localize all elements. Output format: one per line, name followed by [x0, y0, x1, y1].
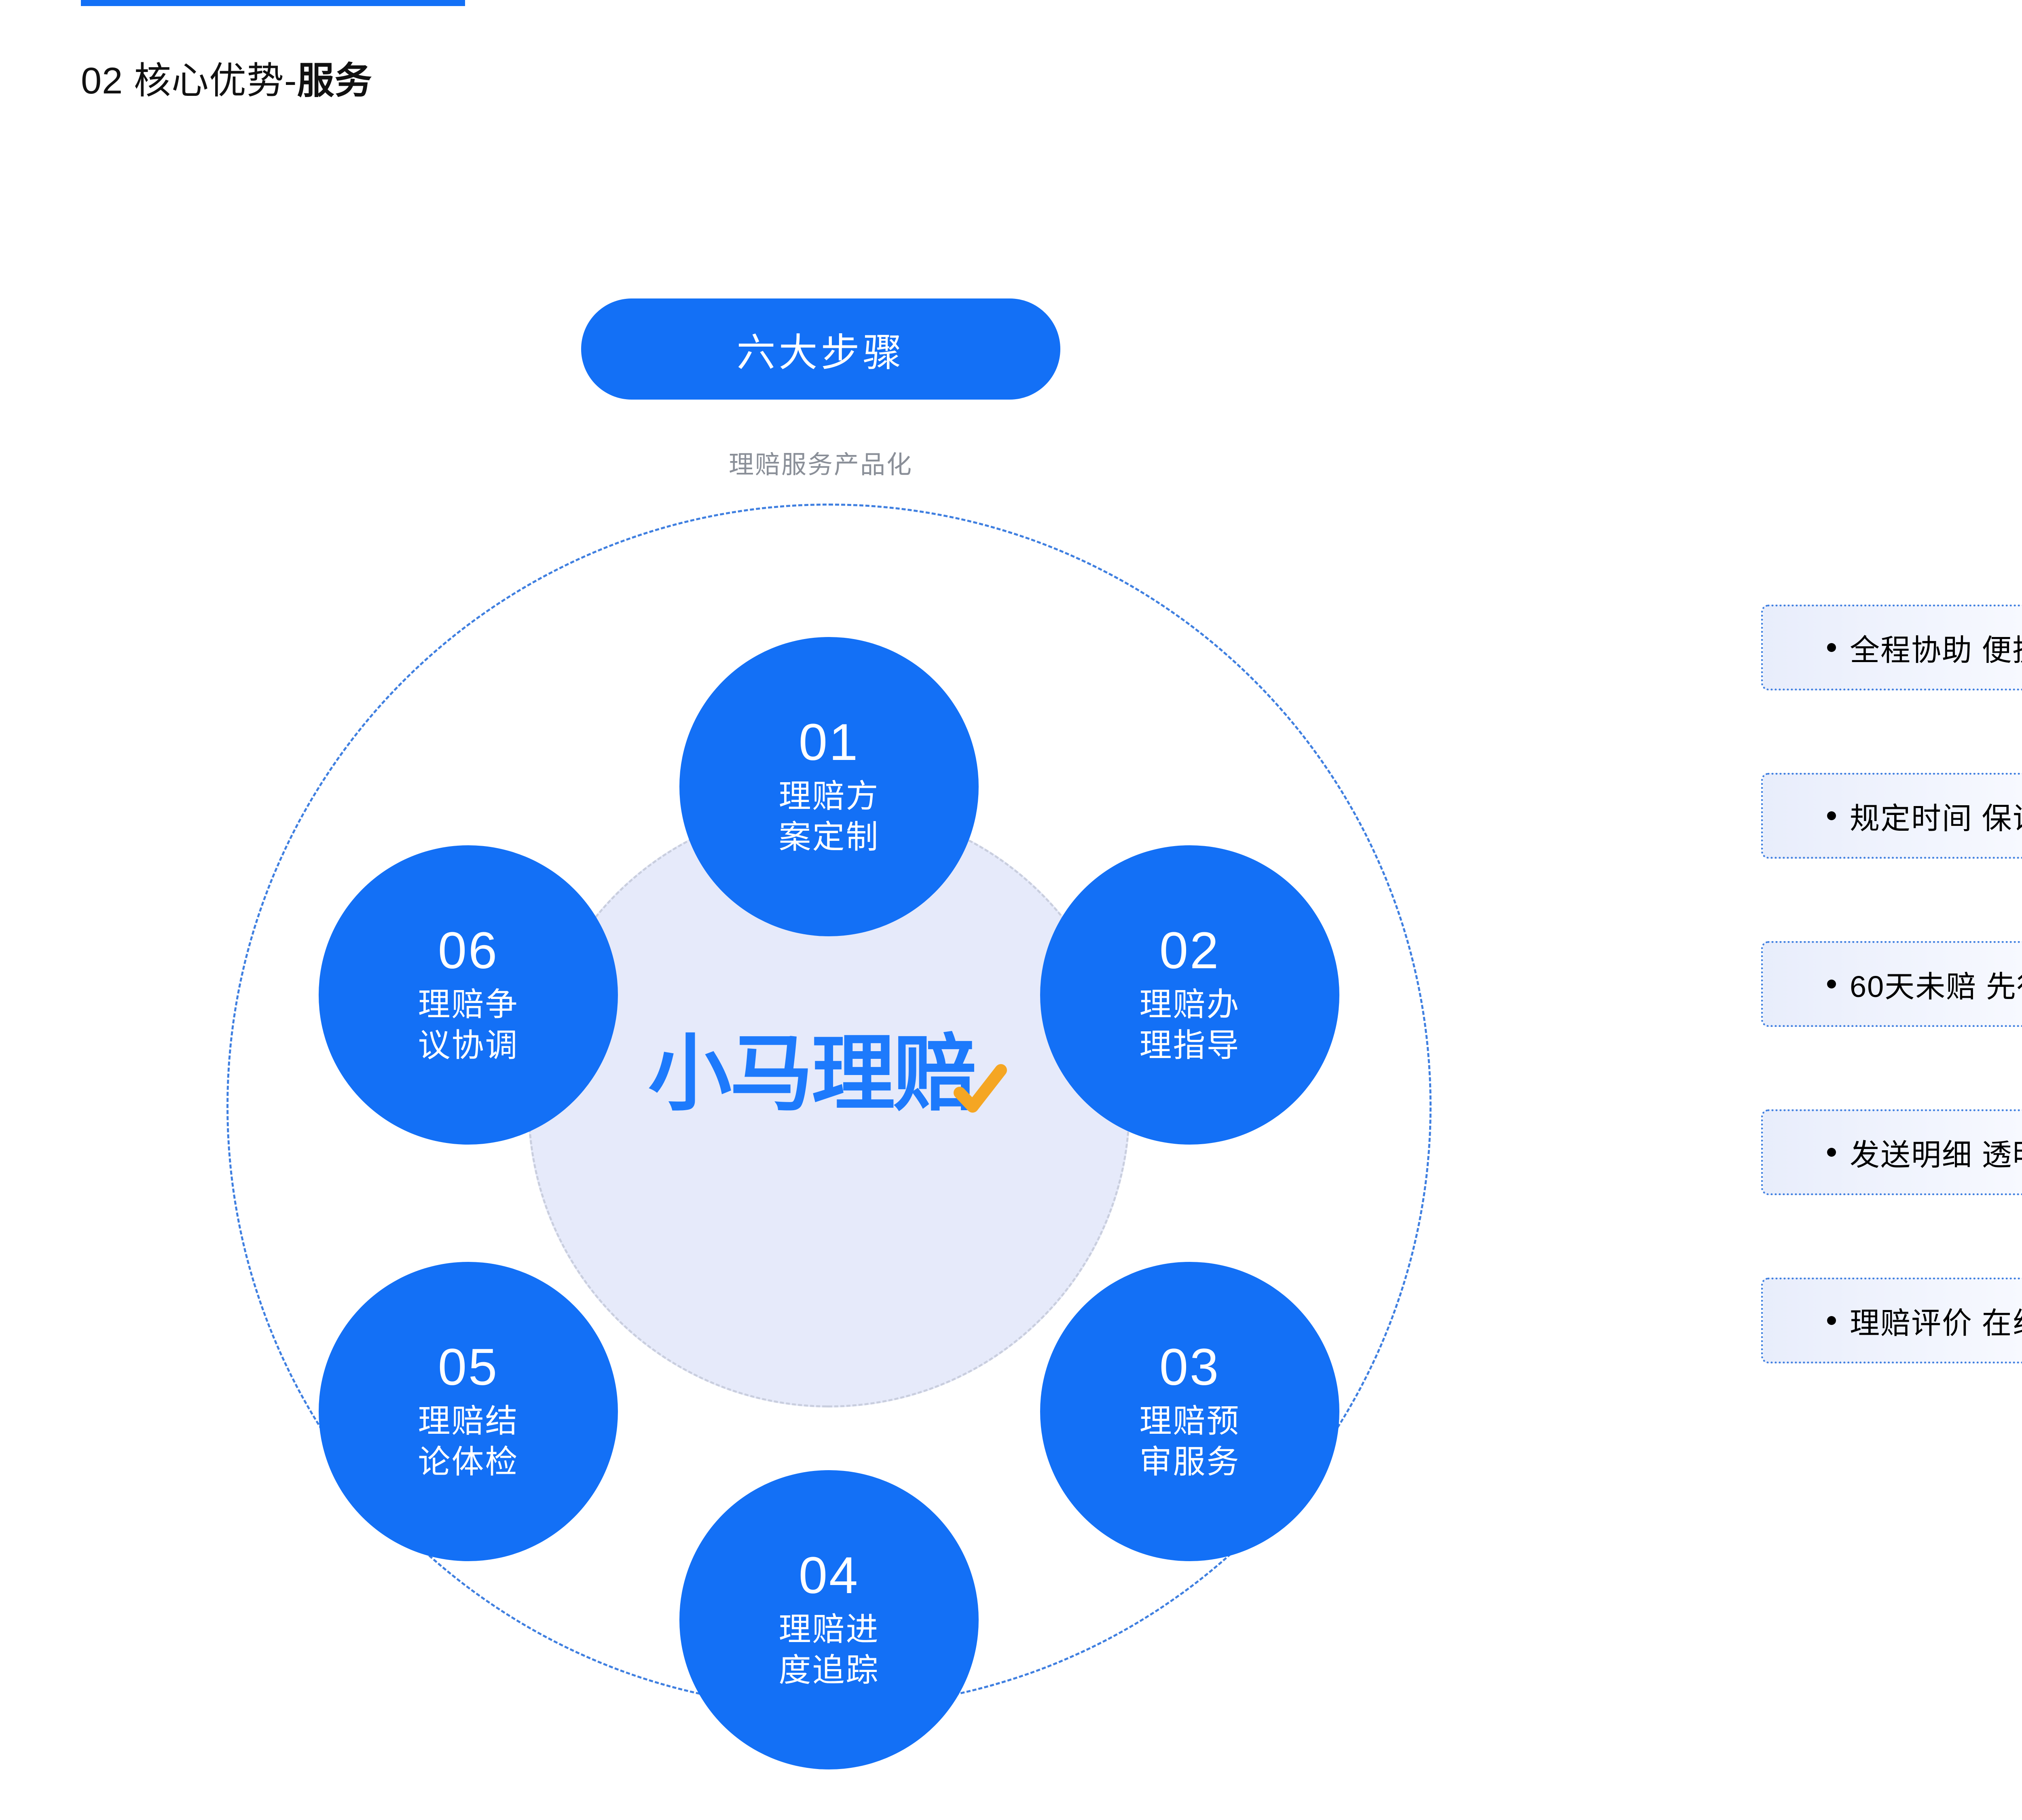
step-number: 02	[1159, 922, 1220, 980]
step-bubble-02[interactable]: 02 理赔办 理指导	[1040, 845, 1339, 1145]
step-number: 03	[1159, 1338, 1220, 1396]
page-title-prefix: 02 核心优势-	[81, 60, 297, 102]
step-number: 04	[798, 1547, 860, 1604]
step-number: 06	[438, 922, 499, 980]
step-number: 01	[798, 713, 860, 771]
page-title: 02 核心优势-服务	[81, 60, 372, 102]
section-pill-left-label: 六大步骤	[736, 331, 905, 375]
step-label-line2: 度追踪	[778, 1652, 880, 1689]
measure-card[interactable]: 发送明细 透明赔付	[1761, 1109, 2022, 1195]
step-label-line2: 审服务	[1139, 1444, 1240, 1480]
measure-card-label: 发送明细 透明赔付	[1850, 1138, 2022, 1172]
step-bubble-04[interactable]: 04 理赔进 度追踪	[679, 1470, 979, 1769]
step-label-line1: 理赔方	[778, 778, 880, 815]
bullet-icon	[1827, 1316, 1836, 1325]
measure-card[interactable]: 全程协助 便捷省心	[1761, 605, 2022, 690]
center-brand-text: 小马理赔	[648, 1027, 977, 1120]
step-label-line1: 理赔预	[1139, 1403, 1240, 1439]
step-label-line2: 议协调	[418, 1027, 519, 1064]
step-bubble-05[interactable]: 05 理赔结 论体检	[319, 1262, 618, 1561]
bullet-icon	[1827, 980, 1836, 988]
step-label-line2: 理指导	[1139, 1027, 1240, 1064]
top-accent-bar	[81, 0, 465, 6]
measure-card[interactable]: 规定时间 保证时效	[1761, 773, 2022, 859]
section-subtitle-left: 理赔服务产品化	[728, 451, 913, 479]
measure-card-label: 理赔评价 在线监督	[1850, 1306, 2022, 1340]
ten-measures-grid: 全程协助 便捷省心 规定时间 保证时效 60天未赔 先行垫付 发送明细 透明赔付…	[1761, 605, 2022, 1414]
step-bubble-06[interactable]: 06 理赔争 议协调	[319, 845, 618, 1145]
measure-card[interactable]: 理赔评价 在线监督	[1761, 1278, 2022, 1363]
bullet-icon	[1827, 1148, 1836, 1157]
step-label-line1: 理赔争	[418, 986, 519, 1023]
step-label-line1: 理赔结	[418, 1403, 519, 1439]
bullet-icon	[1827, 643, 1836, 652]
measure-card-label: 全程协助 便捷省心	[1850, 633, 2022, 667]
step-number: 05	[438, 1338, 499, 1396]
six-step-circle-diagram: 小马理赔 01 理赔方 案定制 02 理赔办 理指导 03 理赔预 审服务 04…	[226, 504, 1432, 1769]
bullet-icon	[1827, 811, 1836, 820]
step-label-line1: 理赔进	[778, 1611, 880, 1648]
measure-card-label: 60天未赔 先行垫付	[1850, 969, 2022, 1003]
measures-column-left: 全程协助 便捷省心 规定时间 保证时效 60天未赔 先行垫付 发送明细 透明赔付…	[1761, 605, 2022, 1446]
orange-check-icon	[949, 1061, 1010, 1124]
step-label-line2: 案定制	[778, 819, 880, 855]
measure-card[interactable]: 60天未赔 先行垫付	[1761, 941, 2022, 1027]
step-bubble-01[interactable]: 01 理赔方 案定制	[679, 637, 979, 936]
measure-card-label: 规定时间 保证时效	[1850, 801, 2022, 835]
page-title-strong: 服务	[297, 60, 372, 102]
step-bubble-03[interactable]: 03 理赔预 审服务	[1040, 1262, 1339, 1561]
section-pill-left[interactable]: 六大步骤	[581, 298, 1060, 400]
center-brand-logo: 小马理赔	[528, 1013, 1130, 1134]
step-label-line1: 理赔办	[1139, 986, 1240, 1023]
step-label-line2: 论体检	[418, 1444, 519, 1480]
